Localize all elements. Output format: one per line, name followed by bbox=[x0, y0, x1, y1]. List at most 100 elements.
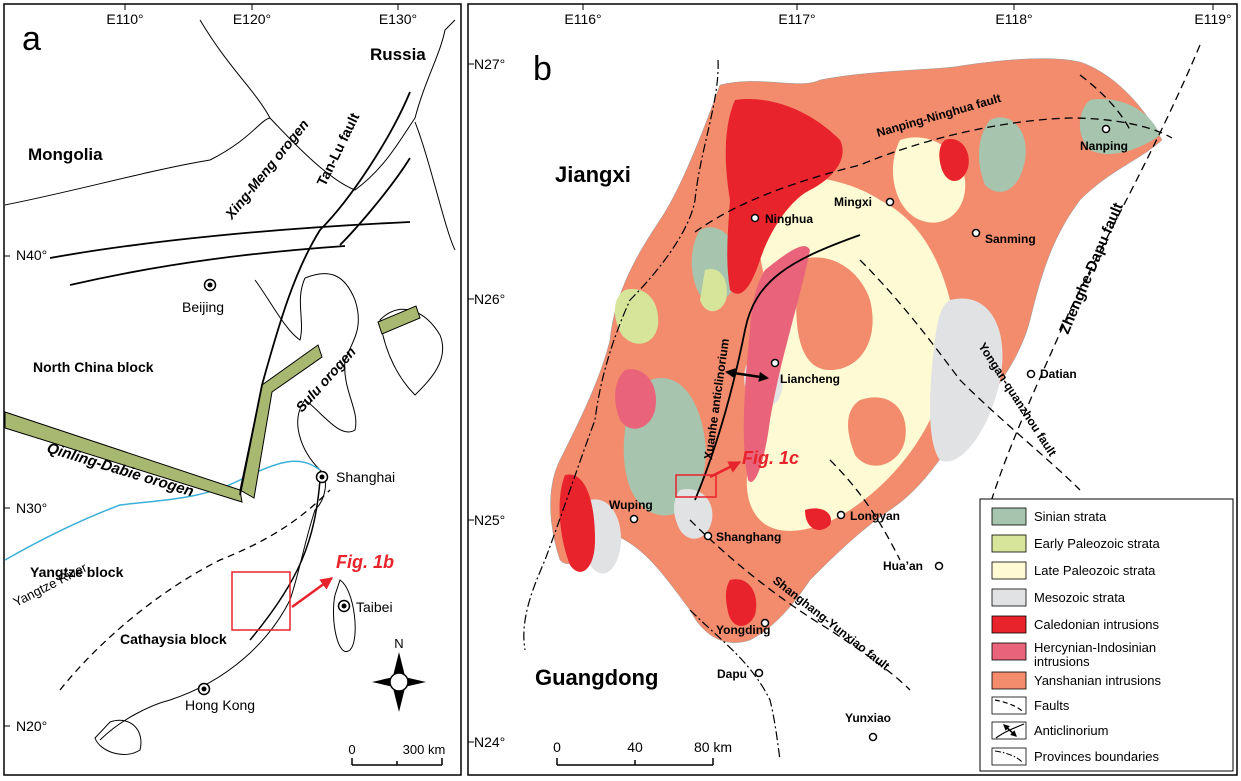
legend-swatch-sinian bbox=[991, 507, 1027, 526]
legend-fault-symbol bbox=[994, 699, 1024, 713]
fault-ew-1 bbox=[49, 221, 411, 259]
lat-n24: N24° bbox=[474, 734, 505, 750]
mesozoic-east bbox=[930, 298, 1003, 462]
legend-swatch-hercynian bbox=[991, 642, 1027, 661]
lat-n30: N30° bbox=[16, 500, 47, 516]
legend-label-boundary: Provinces boundaries bbox=[1034, 749, 1160, 764]
border-mongolia bbox=[4, 117, 271, 206]
lon-e119: E119° bbox=[1194, 11, 1231, 27]
panel-a-city-markers bbox=[197, 278, 351, 696]
label-yangtze-block: Yangtze block bbox=[30, 564, 124, 580]
lon-e110: E110° bbox=[106, 11, 143, 27]
panel-a-faults bbox=[49, 91, 411, 641]
label-hong-kong: Hong Kong bbox=[185, 697, 255, 713]
fault-ne-2 bbox=[339, 157, 411, 246]
yanshanian-patch-1 bbox=[796, 257, 873, 370]
label-yunxiao: Yunxiao bbox=[845, 711, 891, 725]
scale-b-0: 0 bbox=[553, 739, 561, 755]
label-beijing: Beijing bbox=[182, 299, 224, 315]
scale-b-40: 40 bbox=[627, 739, 643, 755]
lat-n20: N20° bbox=[16, 718, 47, 734]
fig1b-label: Fig. 1b bbox=[336, 552, 394, 572]
label-guangdong: Guangdong bbox=[535, 665, 658, 690]
hercynian-sw bbox=[615, 369, 656, 429]
label-mongolia: Mongolia bbox=[28, 145, 103, 164]
panel-b-faults bbox=[689, 44, 1201, 691]
scale-b-80: 80 km bbox=[694, 739, 732, 755]
anticlinorium-axis bbox=[694, 234, 861, 501]
anticline-arrow bbox=[725, 368, 769, 382]
label-nanping: Nanping bbox=[1080, 139, 1128, 153]
lat-n25: N25° bbox=[474, 512, 505, 528]
legend-label-faults: Faults bbox=[1034, 698, 1070, 713]
legend-label-early-paleozoic: Early Paleozoic strata bbox=[1034, 536, 1160, 551]
lon-e118: E118° bbox=[995, 11, 1032, 27]
geologic-map bbox=[550, 58, 1163, 643]
lon-e117: E117° bbox=[778, 11, 815, 27]
label-huaan: Hua’an bbox=[883, 559, 923, 573]
korea-orogen-band bbox=[377, 305, 421, 335]
caledonian-small bbox=[939, 139, 969, 182]
legend-label-caledonian: Caledonian intrusions bbox=[1034, 617, 1160, 632]
coastal-fault-line bbox=[249, 479, 321, 641]
scale-a-zero: 0 bbox=[348, 742, 355, 757]
coast-bohai bbox=[254, 277, 306, 341]
legend-swatch-late-paleozoic bbox=[991, 561, 1027, 580]
legend-label-hercynian-1: Hercynian-Indosinian bbox=[1034, 640, 1156, 655]
label-sanming: Sanming bbox=[985, 232, 1036, 246]
panel-a-coastlines bbox=[4, 19, 456, 755]
legend-swatch-faults bbox=[991, 696, 1027, 715]
fault-ew-2 bbox=[69, 245, 346, 286]
legend-label-anticlinorium: Anticlinorium bbox=[1034, 723, 1108, 738]
legend-anticline-arrow bbox=[1003, 724, 1017, 737]
yongan-quanzhou-fault-line bbox=[859, 259, 1081, 491]
panel-b-scale-bar bbox=[556, 758, 714, 766]
yangtze-river-line bbox=[4, 460, 321, 561]
legend-label-yanshanian: Yanshanian intrusions bbox=[1034, 673, 1161, 688]
label-mingxi: Mingxi bbox=[834, 195, 872, 209]
label-jiangxi: Jiangxi bbox=[555, 162, 631, 187]
border-russia bbox=[199, 19, 456, 191]
north-label: N bbox=[394, 636, 403, 651]
lon-e120: E120° bbox=[233, 11, 271, 27]
study-area-box bbox=[231, 571, 291, 631]
legend-label-hercynian-2: intrusions bbox=[1034, 654, 1090, 669]
panel-a-ticks bbox=[4, 4, 399, 727]
tan-lu-fault-line bbox=[239, 91, 411, 496]
label-datian: Datian bbox=[1040, 367, 1077, 381]
panel-a-frame bbox=[3, 3, 462, 776]
label-shanghang: Shanghang bbox=[716, 530, 781, 544]
nanping-ninghua-fault-line bbox=[694, 117, 1173, 233]
hainan-island bbox=[94, 719, 142, 755]
qinling-dabie-band bbox=[4, 411, 243, 503]
panel-a-letter: a bbox=[22, 20, 41, 58]
zhenghe-dapu-fault-line bbox=[979, 44, 1201, 541]
scale-a-max: 300 km bbox=[403, 742, 446, 757]
legend-swatch-early-paleozoic bbox=[991, 534, 1027, 553]
label-wuping: Wuping bbox=[609, 498, 653, 512]
legend-label-late-paleozoic: Late Paleozoic strata bbox=[1034, 563, 1156, 578]
sinian-ne bbox=[1079, 99, 1160, 155]
panel-b-city-markers bbox=[629, 124, 1111, 742]
early-paleozoic-1 bbox=[614, 289, 659, 344]
mesozoic-shanghang bbox=[674, 489, 713, 539]
lon-e116: E116° bbox=[564, 11, 601, 27]
panel-b-letter: b bbox=[533, 50, 552, 88]
lon-e130: E130° bbox=[379, 11, 417, 27]
label-dapu: Dapu bbox=[717, 667, 747, 681]
legend: Sinian strata Early Paleozoic strata Lat… bbox=[979, 498, 1234, 772]
legend-label-mesozoic: Mesozoic strata bbox=[1034, 590, 1126, 605]
panel-a-scale-bar bbox=[351, 758, 443, 766]
north-arrow bbox=[372, 652, 426, 712]
caledonian-yongding bbox=[725, 579, 757, 626]
caledonian-longyan bbox=[805, 508, 831, 530]
label-russia: Russia bbox=[370, 45, 426, 64]
legend-swatch-mesozoic bbox=[991, 588, 1027, 607]
province-boundary-west bbox=[523, 59, 719, 651]
label-cathaysia-block: Cathaysia block bbox=[120, 631, 227, 647]
yanshanian-patch-2 bbox=[848, 397, 906, 466]
fig1b-arrow bbox=[291, 576, 334, 609]
lat-n27: N27° bbox=[474, 56, 505, 72]
label-ninghua: Ninghua bbox=[765, 212, 813, 226]
